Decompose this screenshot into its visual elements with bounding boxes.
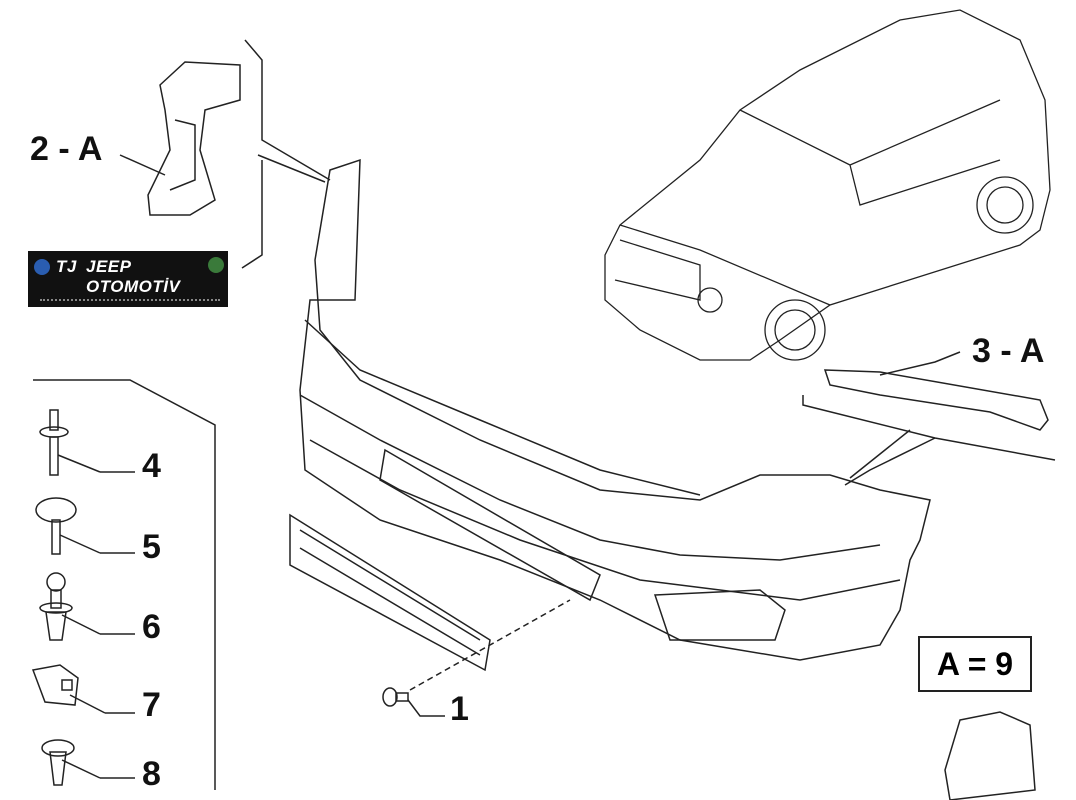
logo-initials: TJ — [56, 257, 77, 276]
bracket-part-3a — [823, 369, 1049, 431]
jeep-renegade-illustration — [604, 9, 1051, 361]
brand-logos-row — [40, 285, 220, 301]
rivet-part-4 — [39, 409, 69, 476]
lower-grille — [289, 513, 491, 672]
clip-part-9 — [944, 711, 1036, 800]
callout-1: 1 — [450, 690, 469, 728]
callout-2a: 2 - A — [30, 130, 103, 168]
dealer-logo: TJ JEEP OTOMOTİV — [28, 251, 228, 307]
push-clip-part-8 — [41, 739, 75, 786]
mopar-icon — [34, 259, 50, 275]
logo-text: JEEP OTOMOTİV — [86, 257, 181, 296]
screw-part-1 — [382, 687, 409, 707]
bracket-part-2a — [147, 61, 241, 216]
callout-3a: 3 - A — [972, 332, 1045, 370]
quantity-legend-box: A = 9 — [918, 636, 1032, 692]
clip-nut-part-7 — [31, 664, 79, 706]
callout-5: 5 — [142, 528, 161, 566]
front-bumper — [299, 158, 931, 661]
callout-8: 8 — [142, 755, 161, 793]
alfa-romeo-icon — [208, 257, 224, 273]
callout-6: 6 — [142, 608, 161, 646]
push-pin-part-5 — [35, 497, 77, 555]
callout-7: 7 — [142, 686, 161, 724]
callout-4: 4 — [142, 447, 161, 485]
screw-clip-part-6 — [39, 572, 73, 641]
